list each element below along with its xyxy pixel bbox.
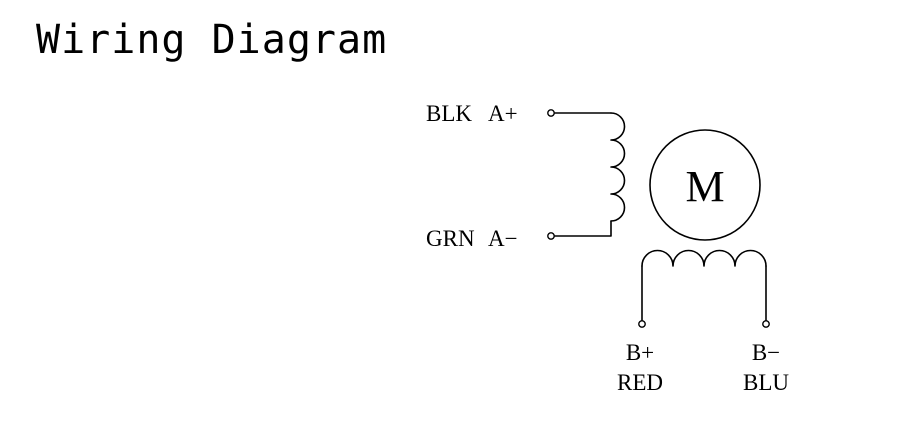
terminal-b-minus bbox=[762, 320, 770, 328]
label-blk: BLK bbox=[426, 101, 472, 126]
label-a-minus: A− bbox=[488, 226, 518, 251]
terminal-a-minus bbox=[547, 232, 555, 240]
coil-b bbox=[641, 249, 767, 267]
motor-circle bbox=[649, 129, 761, 241]
terminal-b-plus bbox=[638, 320, 646, 328]
wire-a-minus bbox=[554, 220, 612, 237]
label-grn: GRN bbox=[426, 226, 475, 251]
label-b-minus: B− bbox=[752, 340, 780, 365]
page-title: Wiring Diagram bbox=[36, 17, 388, 63]
motor-label: M bbox=[685, 162, 724, 211]
label-a-plus: A+ bbox=[488, 101, 518, 126]
terminal-a-plus bbox=[547, 109, 555, 117]
label-blu: BLU bbox=[743, 370, 789, 395]
label-b-plus: B+ bbox=[626, 340, 654, 365]
label-red: RED bbox=[617, 370, 663, 395]
coil-a bbox=[610, 112, 626, 222]
